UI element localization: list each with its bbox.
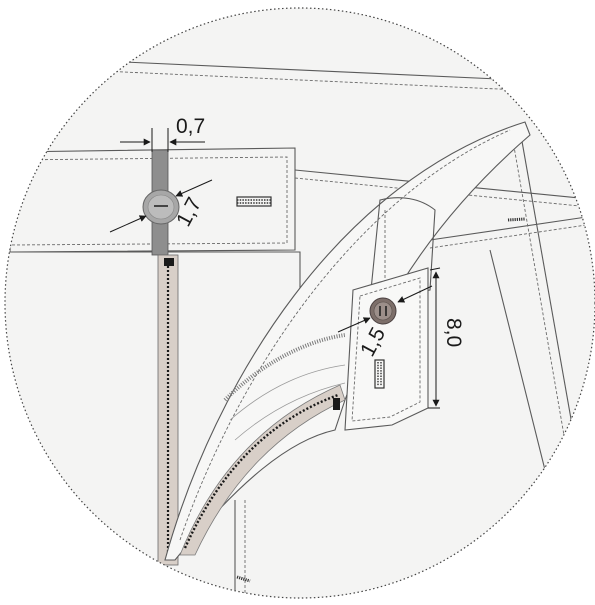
dimension-tab-width: 0,7 [120,115,205,152]
side-seam [429,129,595,471]
dimension-label-0-7: 0,7 [176,115,205,138]
dimension-fly-tab-height: 8,0 [428,267,465,409]
fly-flap [164,121,531,561]
dimension-label-8-0: 8,0 [442,318,465,347]
bottom-bartack [236,575,251,583]
left-fly-edge [157,254,179,566]
fly-shield [369,197,436,301]
fly-tab-buttonhole [374,359,385,389]
waistband-button [142,189,180,225]
fly-tab [344,267,429,431]
side-bartack [507,217,526,222]
back-panel-edge [79,59,521,81]
waistband-buttonhole [236,196,272,207]
waistband-bartack [237,199,272,204]
fly-button [369,297,397,325]
